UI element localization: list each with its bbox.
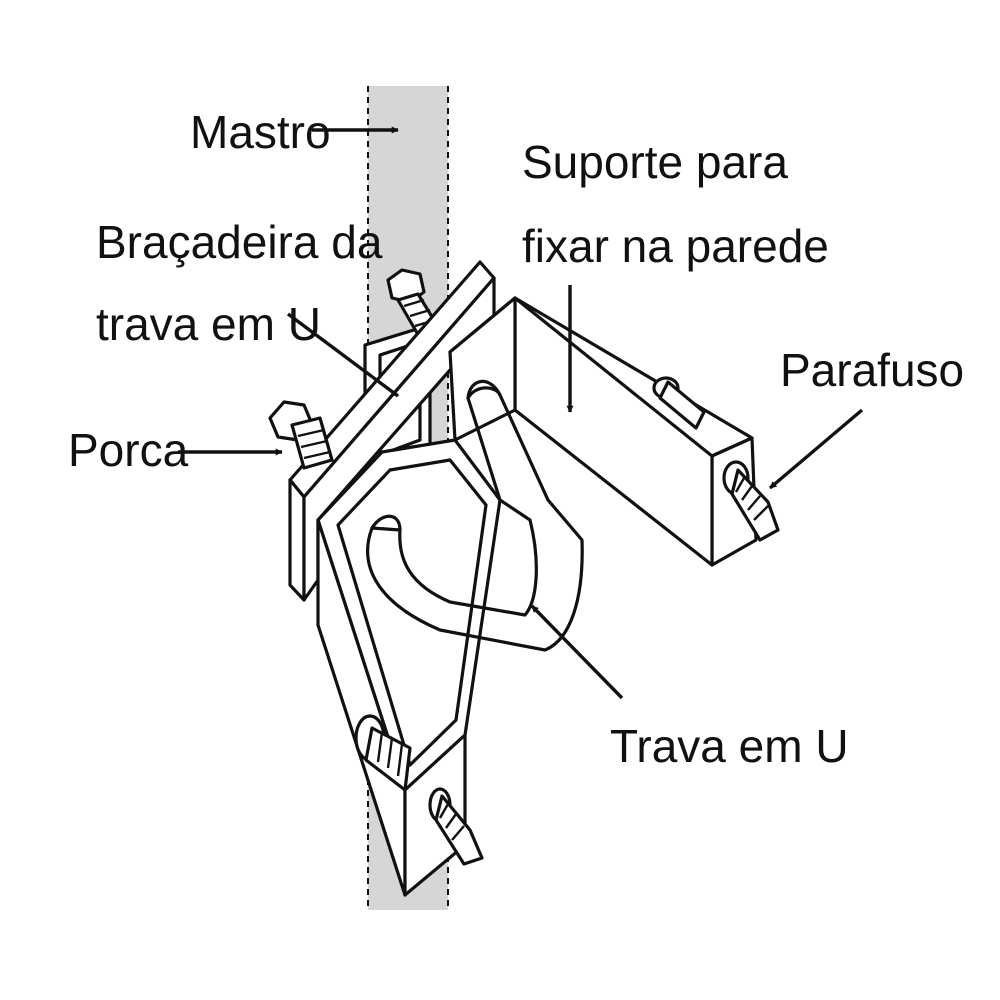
upper-back-screw: [652, 376, 706, 430]
front-clamp-bracket: [316, 438, 502, 897]
label-porca: Porca: [68, 424, 189, 476]
label-mastro: Mastro: [190, 106, 331, 158]
arrow-trava: [530, 604, 624, 700]
left-nut: [268, 400, 334, 470]
label-suporte-line1: Suporte para: [522, 136, 788, 188]
lower-left-screw: [354, 714, 412, 792]
label-parafuso: Parafuso: [780, 344, 964, 396]
arrow-parafuso: [768, 408, 864, 490]
label-trava: Trava em U: [610, 720, 849, 772]
label-bracadeira-line2: trava em U: [96, 298, 321, 350]
lower-right-screw: [428, 787, 484, 866]
label-bracadeira-line1: Braçadeira da: [96, 216, 383, 268]
u-bolt: [366, 379, 584, 652]
label-suporte-line2: fixar na parede: [522, 220, 829, 272]
right-screw: [722, 460, 780, 542]
arrow-bracadeira: [286, 312, 400, 398]
